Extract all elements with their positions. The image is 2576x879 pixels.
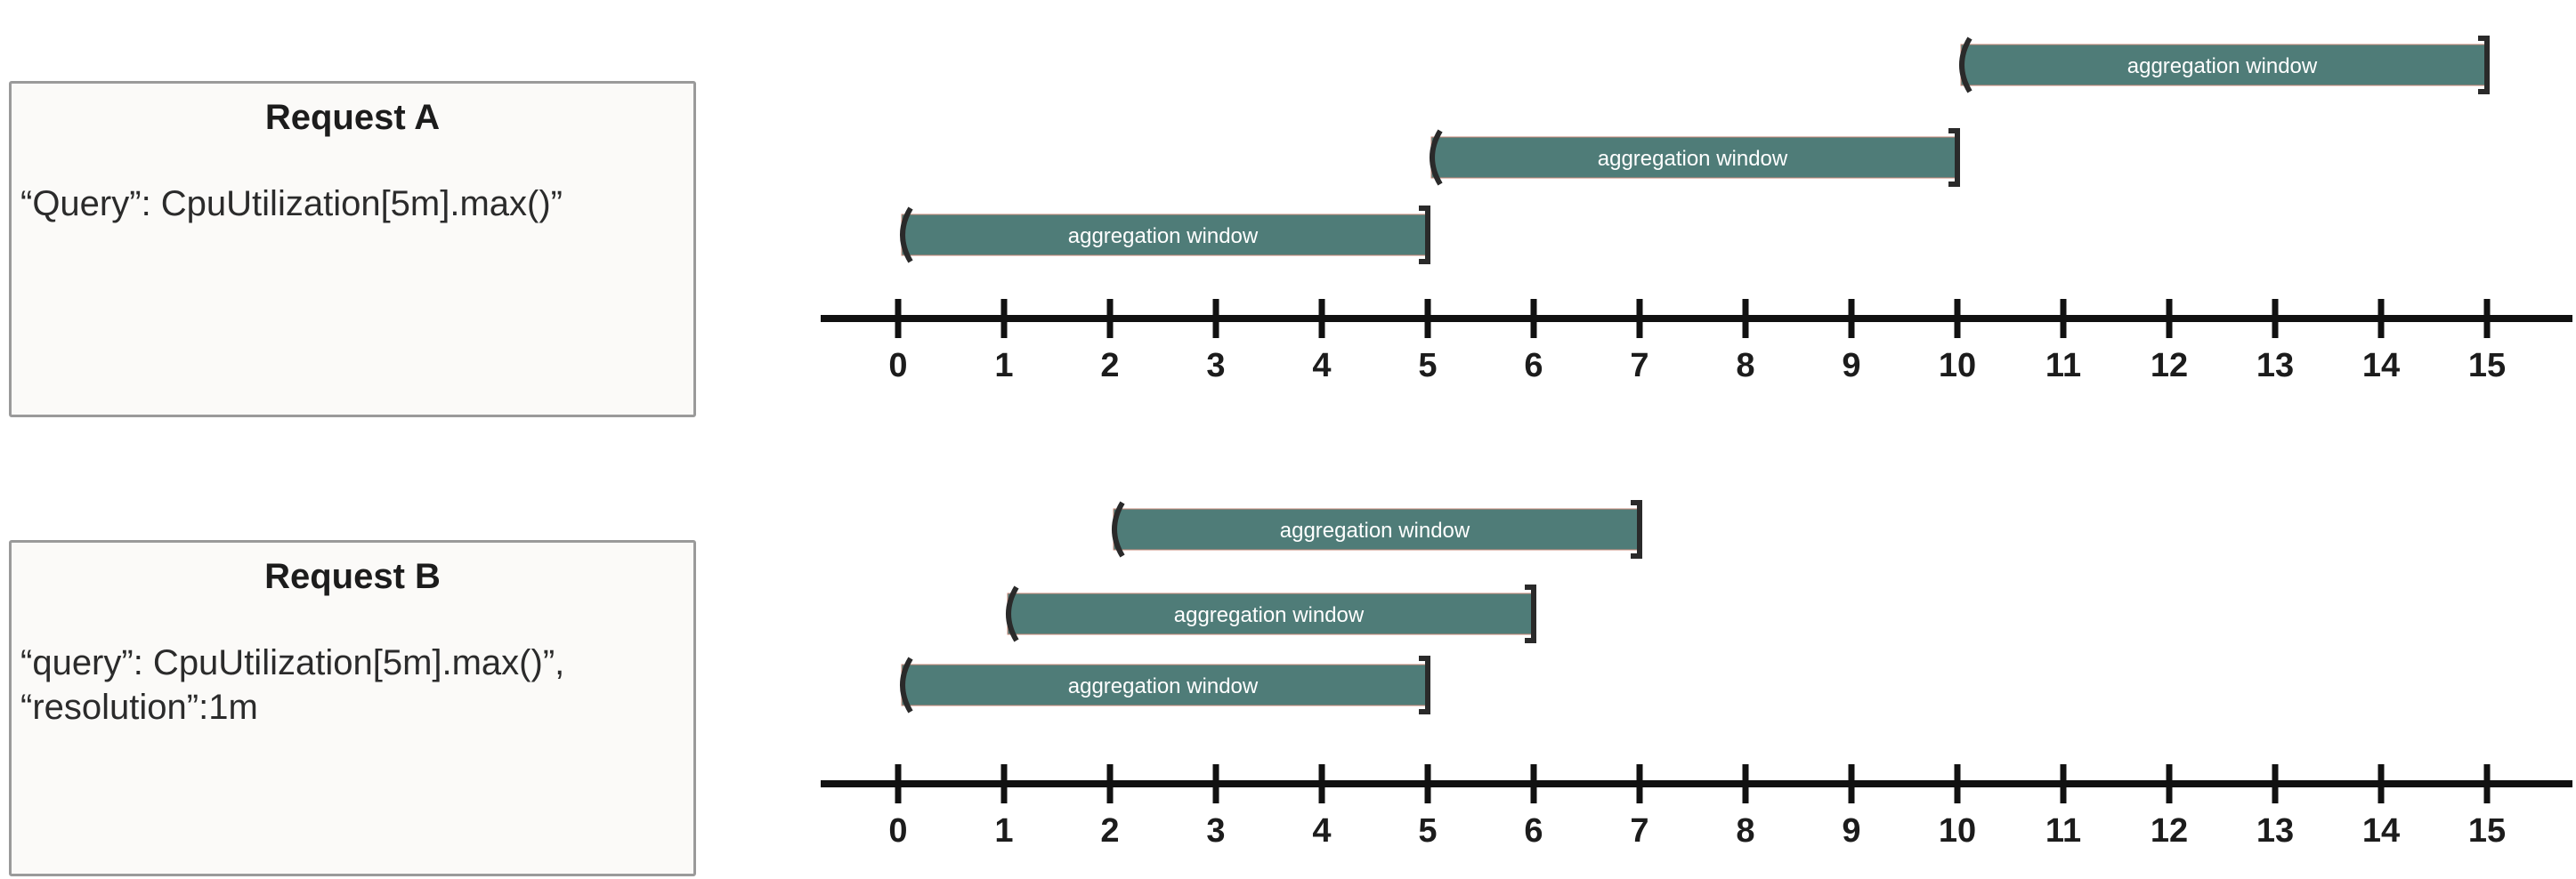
request-a-query: “Query”: CpuUtilization[5m].max()” [20, 184, 563, 223]
timeline-b-tick-label: 1 [994, 812, 1013, 850]
timeline-a-tick-label: 4 [1312, 347, 1331, 384]
timeline-b-tick-label: 9 [1842, 812, 1860, 850]
timeline-a-tick-label: 7 [1630, 347, 1648, 384]
request-a-box: Request A “Query”: CpuUtilization[5m].ma… [9, 81, 696, 417]
timeline-b-window-close-bracket [1631, 500, 1642, 559]
timeline-b-tick-label: 13 [2256, 812, 2294, 850]
timeline-a-window-label: aggregation window [1068, 224, 1259, 248]
request-b-title: Request B [264, 557, 441, 596]
timeline-a-tick-label: 14 [2362, 347, 2400, 384]
timeline-a-tick-label: 9 [1842, 347, 1860, 384]
request-b-query-line2: “resolution”:1m [20, 688, 258, 727]
request-b-box: Request B “query”: CpuUtilization[5m].ma… [9, 540, 696, 876]
timeline-b-window-close-bracket [1525, 585, 1536, 643]
timeline-a-tick-label: 15 [2468, 347, 2506, 384]
timeline-a-tick-label: 12 [2151, 347, 2188, 384]
timeline-b-window-label: aggregation window [1174, 603, 1365, 627]
timeline-a-tick-label: 2 [1100, 347, 1119, 384]
request-a-title: Request A [264, 98, 441, 137]
timeline-a-tick-label: 11 [2045, 347, 2081, 384]
timeline-b-window-bar [1007, 593, 1533, 635]
timeline-b-tick-label: 0 [888, 812, 907, 850]
timeline-b-tick-label: 5 [1418, 812, 1437, 850]
timeline-a-window-open-bracket [900, 206, 913, 263]
timeline-a-window-open-bracket [1959, 36, 1973, 93]
timeline-b-window-open-bracket [1112, 501, 1125, 558]
timeline-a-window-close-bracket [1948, 128, 1960, 187]
timeline-a-window-bar [1960, 44, 2486, 86]
timeline-a-window-bar [901, 214, 1427, 256]
timeline-a-tick-label: 0 [888, 347, 907, 384]
timeline-b-window-bar [1113, 508, 1639, 551]
timeline-b-tick-label: 2 [1100, 812, 1119, 850]
timeline-a-window-close-bracket [1419, 206, 1430, 264]
timeline-a-tick-label: 8 [1736, 347, 1754, 384]
timeline-b-window-close-bracket [1419, 656, 1430, 714]
timeline-a-tick-label: 1 [994, 347, 1013, 384]
timeline-a-tick-label: 5 [1418, 347, 1437, 384]
timeline-b-tick-label: 14 [2362, 812, 2400, 850]
timeline-b-tick-label: 15 [2468, 812, 2506, 850]
timeline-b-window-label: aggregation window [1280, 519, 1470, 543]
timeline-b-window-open-bracket [900, 657, 913, 714]
timeline-a-tick-label: 3 [1206, 347, 1225, 384]
timeline-b-tick-label: 3 [1206, 812, 1225, 850]
timeline-a-window-label: aggregation window [1598, 147, 1788, 171]
timeline-b-window-bar [901, 664, 1427, 706]
timeline-b-tick-label: 8 [1736, 812, 1754, 850]
timeline-b-tick-label: 7 [1630, 812, 1648, 850]
timeline-b-tick-label: 4 [1312, 812, 1331, 850]
request-b-query-line1: “query”: CpuUtilization[5m].max()”, [20, 643, 565, 682]
timeline-a-tick-label: 10 [1939, 347, 1976, 384]
timeline-a-window-open-bracket [1430, 129, 1443, 186]
timeline-a-window-label: aggregation window [2127, 54, 2318, 78]
timeline-a-tick-label: 13 [2256, 347, 2294, 384]
timeline-b-tick-label: 6 [1524, 812, 1543, 850]
timeline-b-window-open-bracket [1006, 585, 1019, 642]
timeline-b-window-label: aggregation window [1068, 674, 1259, 698]
timeline-b-tick-label: 12 [2151, 812, 2188, 850]
timeline-a-window-close-bracket [2478, 36, 2490, 94]
timeline-b-tick-label: 11 [2045, 812, 2081, 850]
timeline-b-tick-label: 10 [1939, 812, 1976, 850]
timeline-a-tick-label: 6 [1524, 347, 1543, 384]
